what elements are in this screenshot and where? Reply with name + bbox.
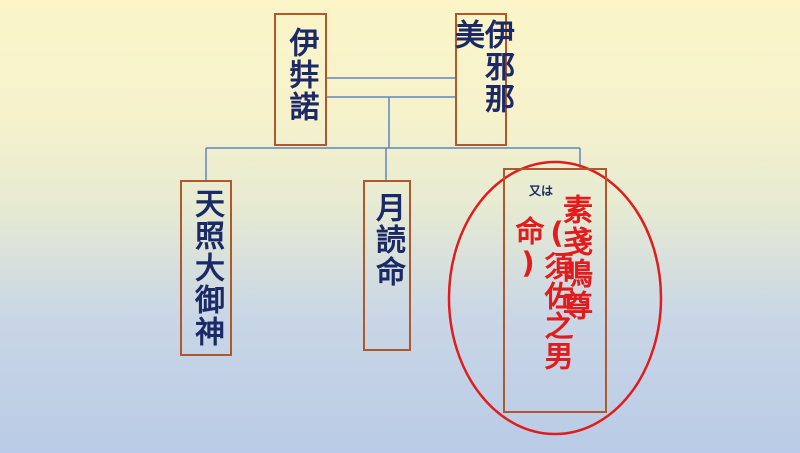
child-alt-name-susano-o: (須佐之男命): [511, 216, 574, 371]
child-name-amaterasu: 天照大御神: [189, 188, 224, 348]
parent-name-izanagi: 伊弉諾: [283, 27, 319, 123]
parent-name-izanami: 伊邪那美: [449, 19, 514, 115]
parent-box-izanami: 伊邪那美: [449, 13, 514, 146]
child-name-susanoo: 素戔鳴尊: [557, 194, 592, 322]
alternative-note: 又は: [529, 184, 554, 198]
child-box-susanoo: 素戔鳴尊 又は (須佐之男命): [503, 168, 607, 413]
child-box-tsukuyomi: 月読命: [363, 180, 411, 351]
parent-box-izanagi: 伊弉諾: [274, 13, 327, 146]
child-box-amaterasu: 天照大御神: [180, 180, 232, 356]
child-name-tsukuyomi: 月読命: [370, 192, 405, 288]
highlight-circle: [447, 160, 663, 436]
